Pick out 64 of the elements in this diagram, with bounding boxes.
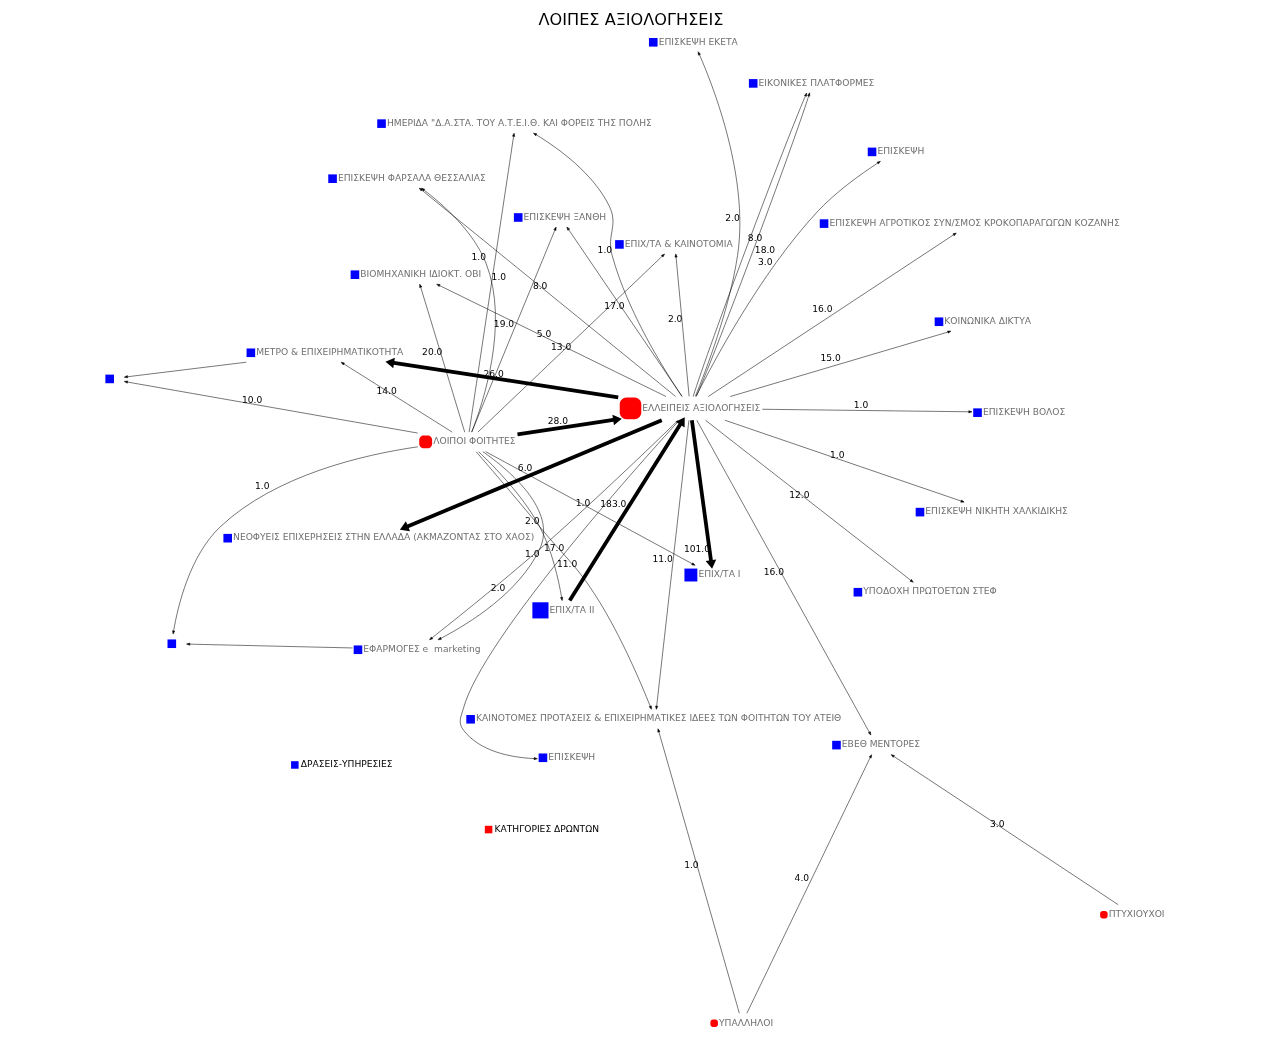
node-label: ΕΠΙΣΚΕΨΗ ΦΑΡΣΑΛΑ ΘΕΣΣΑΛΙΑΣ: [337, 172, 486, 183]
edge-label: 1.0: [471, 252, 486, 263]
node-label: ΕΠΙΧ/ΤΑ ΙΙ: [549, 604, 595, 615]
node-label: ΗΜΕΡΙΔΑ "Δ.Α.ΣΤΑ. ΤΟΥ Α.Τ.Ε.Ι.Θ. ΚΑΙ ΦΟΡΕΙΣ ΤΗΣ ΠΟΛΗΣ: [386, 117, 652, 128]
edge-label: 6.0: [517, 463, 533, 474]
node-label: ΛΟΙΠΟΙ ΦΟΙΤΗΤΕΣ: [433, 436, 516, 447]
node-label: ΕΠΙΣΚΕΨΗ ΒΟΛΟΣ: [982, 406, 1066, 417]
node-label: ΜΕΤΡΟ & ΕΠΙΧΕΙΡΗΜΑΤΙΚΟΤΗΤΑ: [256, 346, 404, 357]
node-label: ΕΦΑΡΜΟΓΕΣ e marketing: [363, 643, 481, 654]
edge-label: 28.0: [547, 415, 569, 426]
node-label: ΕΒΕΘ ΜΕΝΤΟΡΕΣ: [841, 739, 920, 750]
edge-label: 2.0: [725, 213, 740, 224]
edge-label: 2.0: [667, 314, 683, 325]
edge-label: 8.0: [532, 281, 548, 292]
node-label: ΕΠΙΣΚΕΨΗ: [877, 146, 925, 157]
edge-label: 16.0: [812, 303, 833, 314]
node-label: ΠΤΥΧΙΟΥΧΟΙ: [1108, 908, 1165, 919]
edge-label: 5.0: [536, 329, 552, 340]
edge-label: 15.0: [820, 352, 841, 363]
edge-label: 11.0: [652, 553, 673, 564]
edge-label: 4.0: [794, 873, 810, 884]
edge-label: 10.0: [241, 394, 263, 405]
edge-label: 17.0: [604, 300, 625, 311]
edge-label: 8.0: [747, 233, 763, 243]
edge-label: 19.0: [493, 318, 515, 329]
node-label: ΕΙΚΟΝΙΚΕΣ ΠΛΑΤΦΟΡΜΕΣ: [758, 77, 875, 88]
edge-label: 1.0: [597, 244, 613, 255]
edge-label: 20.0: [422, 347, 443, 358]
edge-label: 1.0: [254, 481, 270, 492]
node-label: ΥΠΟΔΟΧΗ ΠΡΩΤΟΕΤΩΝ ΣΤΕΦ: [863, 586, 997, 597]
edge-label: 11.0: [556, 558, 578, 569]
node-label: ΕΛΛΕΙΠΕΙΣ ΑΞΙΟΛΟΓΗΣΕΙΣ: [642, 402, 761, 413]
node-label: ΕΠΙΧ/ΤΑ Ι: [698, 569, 741, 580]
node-label: ΚΟΙΝΩΝΙΚΑ ΔΙΚΤΥΑ: [944, 315, 1031, 326]
edge-label: 1.0: [525, 548, 540, 559]
edge-label: 1.0: [684, 860, 699, 871]
legend-label: ΚΑΤΗΓΟΡΙΕΣ ΔΡΩΝΤΩΝ: [494, 823, 599, 834]
legend-label: ΔΡΑΣΕΙΣ-ΥΠΗΡΕΣΙΕΣ: [300, 759, 393, 770]
node-label: ΝΕΟΦΥΕΙΣ ΕΠΙΧΕΡΗΣΕΙΣ ΣΤΗΝ ΕΛΛΑΔΑ (ΑΚΜΑΖΟΝΤΑΣ ΣΤΟ ΧΑΟΣ): [233, 532, 535, 543]
edge-label: 3.0: [989, 818, 1005, 829]
edge-label: 18.0: [754, 244, 776, 255]
diagram-title: ΛΟΙΠΕΣ ΑΞΙΟΛΟΓΗΣΕΙΣ: [538, 10, 724, 30]
edge-label: 13.0: [551, 342, 572, 353]
node-label: ΕΠΙΣΚΕΨΗ ΕΚΕΤΑ: [658, 36, 738, 47]
edge-label: 12.0: [789, 490, 810, 501]
edge-label: 183.0: [600, 499, 627, 510]
edge-label: 1.0: [575, 497, 591, 508]
node-label: ΒΙΟΜΗΧΑΝΙΚΗ ΙΔΙΟΚΤ. ΟΒΙ: [360, 268, 482, 279]
node-label: ΕΠΙΣΚΕΨΗ ΞΑΝΘΗ: [523, 211, 607, 222]
edge-label: 16.0: [763, 566, 785, 577]
edge-label: 2.0: [525, 515, 540, 526]
edge-label: 1.0: [830, 450, 845, 461]
edge-label: 14.0: [376, 386, 397, 397]
node-label: ΕΠΙΣΚΕΨΗ ΝΙΚΗΤΗ ΧΑΛΚΙΔΙΚΗΣ: [925, 506, 1068, 517]
edge-label: 1.0: [491, 271, 507, 282]
edge-label: 3.0: [757, 256, 773, 267]
node-label: ΕΠΙΣΚΕΨΗ: [548, 751, 596, 762]
node-label: ΕΠΙΧ/ΤΑ & ΚΑΙΝΟΤΟΜΙΑ: [624, 238, 733, 249]
edge-label: 2.0: [490, 583, 506, 594]
node-label: ΚΑΙΝΟΤΟΜΕΣ ΠΡΟΤΑΣΕΙΣ & ΕΠΙΧΕΙΡΗΜΑΤΙΚΕΣ ΙΔΕΕΣ ΤΩΝ ΦΟΙΤΗΤΩΝ ΤΟΥ ΑΤΕΙΘ: [475, 713, 842, 724]
edge-label: 17.0: [543, 542, 565, 553]
edge-label: 1.0: [853, 399, 869, 410]
node-label: ΕΠΙΣΚΕΨΗ ΑΓΡΟΤΙΚΟΣ ΣΥΝ/ΣΜΟΣ ΚΡΟΚΟΠΑΡΑΓΩΓΩΝ ΚΟΖΑΝΗΣ: [829, 217, 1120, 228]
node-label: ΥΠΑΛΛΗΛΟΙ: [719, 1017, 774, 1028]
